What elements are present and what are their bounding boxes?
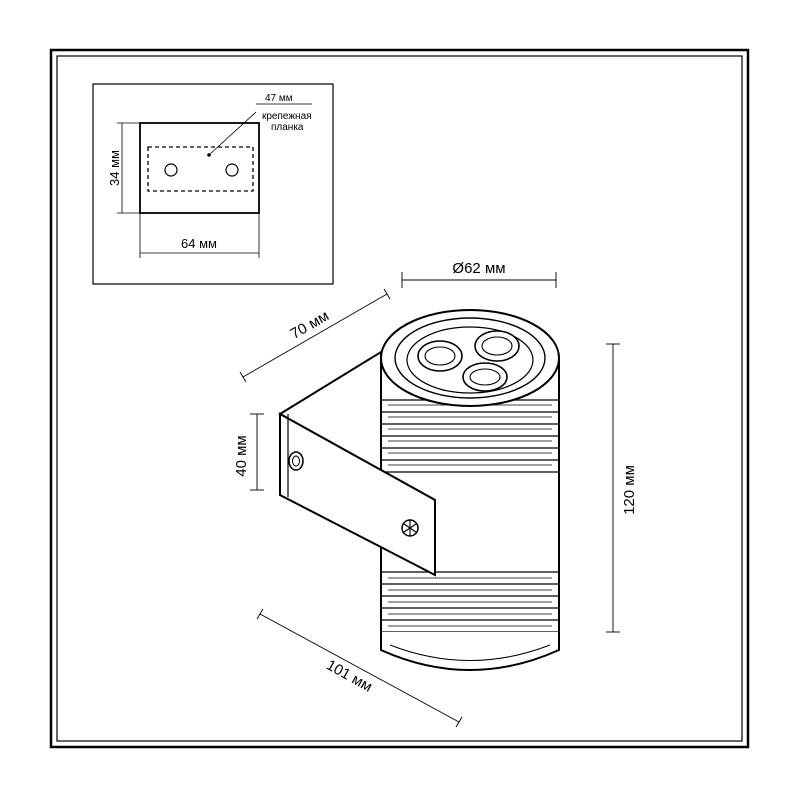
plate-name-line1: крепежная — [262, 111, 312, 122]
lamp-bottom-curve — [380, 632, 560, 671]
diameter-label: Ø62 мм — [452, 260, 505, 277]
plate-name-line2: планка — [271, 122, 304, 133]
mount-hole-right — [225, 163, 239, 177]
led-lens-bottom — [462, 362, 508, 392]
led-lens-right — [474, 330, 520, 362]
lower-cooling-fins — [381, 571, 559, 633]
depth-ext-start — [239, 371, 247, 383]
bracket-screw — [401, 519, 419, 537]
plate-width-label: 47 мм — [265, 93, 293, 104]
outer-frame — [49, 48, 750, 749]
inset-width-label: 64 мм — [181, 236, 217, 251]
mount-hole-left — [164, 163, 178, 177]
inset-body-rect — [139, 122, 260, 214]
base-length-ext-end — [455, 716, 463, 728]
lamp-bottom-inner-curve — [389, 644, 551, 661]
base-length-ext-start — [256, 608, 264, 620]
bracket-hole — [288, 451, 304, 471]
inset-panel: 47 мм крепежная планка 34 мм 64 мм — [92, 83, 334, 285]
led-lens-left — [417, 340, 463, 372]
height-label: 120 мм — [621, 465, 638, 515]
inner-frame — [56, 55, 743, 742]
wall-bracket-side-plate — [279, 412, 436, 577]
inset-height-label: 34 мм — [107, 150, 122, 186]
depth-dim-line — [242, 293, 388, 378]
depth-label: 70 мм — [288, 307, 332, 342]
mounting-plate-outline — [147, 146, 254, 192]
base-length-dim-line — [259, 613, 460, 723]
lamp-drawing — [278, 309, 560, 671]
depth-ext-end — [383, 288, 391, 300]
inset-frame — [92, 83, 334, 285]
bracket-height-label: 40 мм — [233, 435, 250, 476]
plate-leader-line — [208, 111, 257, 156]
